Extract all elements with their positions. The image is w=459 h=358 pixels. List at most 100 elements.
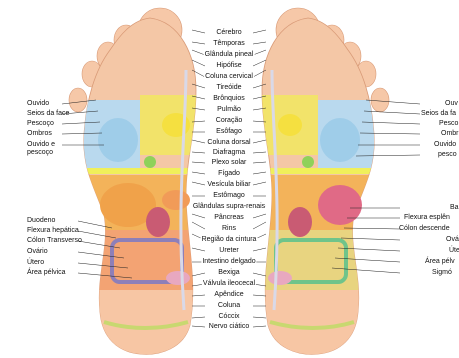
label-left-ombros: Ombros <box>27 130 52 138</box>
label-left-ouvido: Ouvido <box>27 100 49 108</box>
label-valvula-ileocecal: Válvula ileocecal <box>202 280 256 288</box>
label-pulmao: Pulmão <box>216 106 242 114</box>
label-diafragma: Diafragma <box>212 149 246 157</box>
label-right-ouvido: Ouv <box>445 100 458 108</box>
center-leader-left <box>192 326 205 327</box>
label-intestino-delgado: Intestino delgado <box>201 258 256 266</box>
center-leader-right <box>253 222 266 229</box>
label-estomago: Estômago <box>212 192 246 200</box>
label-right-ouvido-e: Ouvido <box>434 141 456 149</box>
center-leader-right <box>253 50 266 55</box>
label-left-colon-transverso: Cólon Transverso <box>27 237 82 245</box>
label-right-ovario: Ová <box>446 236 459 244</box>
right-spleen-area <box>318 185 362 225</box>
label-coracao: Coração <box>215 117 243 125</box>
label-nervo-ciatico: Nervo ciático <box>208 323 250 331</box>
label-right-ombros: Ombr <box>441 130 459 138</box>
label-vesicula-biliar: Vesícula biliar <box>206 181 251 189</box>
label-right-sigmoide: Sigmó <box>432 269 452 277</box>
center-leader-right <box>253 248 266 251</box>
label-right-utero: Úte <box>449 247 459 255</box>
center-leader-left <box>192 248 205 251</box>
left-solar-plexus <box>144 156 156 168</box>
label-bronquios: Brônquios <box>212 95 246 103</box>
center-leader-left <box>192 295 205 296</box>
center-leader-right <box>253 214 266 218</box>
label-left-pescoco: Pescoço <box>27 120 54 128</box>
left-toe-small <box>69 88 87 112</box>
center-leader-right <box>253 30 266 33</box>
center-leader-left <box>192 60 205 66</box>
center-leader-left <box>192 214 205 218</box>
label-ureter: Ureter <box>218 247 239 255</box>
label-apendice: Apêndice <box>213 291 244 299</box>
label-figado: Fígado <box>217 170 241 178</box>
label-right-flexura-esplenica: Flexura esplên <box>404 214 450 222</box>
center-leader-right <box>253 140 266 143</box>
center-leader-left <box>192 317 205 318</box>
label-rins: Rins <box>221 225 237 233</box>
left-foot <box>69 8 210 358</box>
label-glandulas-supra-renais: Glândulas supra-renais <box>192 203 266 211</box>
center-leader-right <box>253 182 266 185</box>
label-right-pescoco: Pesco <box>439 120 458 128</box>
center-leader-right <box>253 152 266 153</box>
left-bladder-area <box>166 271 190 285</box>
center-leader-left <box>192 140 205 143</box>
label-left-area-pelvica: Área pélvica <box>27 269 66 277</box>
label-cerebro: Cérebro <box>215 29 242 37</box>
center-leader-right <box>253 273 266 276</box>
right-upper-leader <box>364 111 420 114</box>
center-leader-right <box>253 60 266 66</box>
label-coluna-cervical: Coluna cervical <box>204 73 254 81</box>
label-tireoide: Tireóide <box>215 84 242 92</box>
right-lung-area <box>320 118 360 162</box>
label-left-seios-da-face: Seios da face <box>27 110 69 118</box>
center-leader-left <box>192 162 205 163</box>
center-leader-left <box>192 182 205 185</box>
left-lung-area <box>98 118 138 162</box>
center-leader-left <box>192 273 205 276</box>
label-hipofise: Hipófise <box>215 62 242 70</box>
center-leader-left <box>192 222 205 229</box>
center-leader-right <box>253 162 266 163</box>
label-left-duodeno: Duodeno <box>27 217 55 225</box>
label-glandula-pineal: Glândula pineal <box>204 51 255 59</box>
left-stomach-area <box>162 190 190 210</box>
label-left-ovario: Ovário <box>27 248 48 256</box>
label-right-colon-descendente: Cólon descende <box>399 225 450 233</box>
center-leader-right <box>253 317 266 318</box>
right-heart-area <box>278 114 302 136</box>
label-right-pescoco-2: pesco <box>438 151 457 159</box>
label-left-ouvido-e-pescoco: Ouvido e pescoço <box>27 141 63 157</box>
center-leader-right <box>253 326 266 327</box>
right-bladder-area <box>268 271 292 285</box>
left-kidney-area <box>146 207 170 237</box>
label-esofago: Esôfago <box>215 128 243 136</box>
label-right-seios-da-face: Seios da fa <box>421 110 456 118</box>
center-leader-left <box>192 152 205 153</box>
label-temporas: Têmporas <box>212 40 246 48</box>
center-leader-left <box>192 172 205 174</box>
center-leader-left <box>192 42 205 44</box>
label-plexo-solar: Plexo solar <box>211 159 248 167</box>
label-right-baco: Ba <box>450 204 459 212</box>
right-solar-plexus <box>302 156 314 168</box>
label-coluna: Coluna <box>217 302 241 310</box>
right-kidney-area <box>288 207 312 237</box>
label-coluna-dorsal: Coluna dorsal <box>206 139 251 147</box>
center-leader-right <box>253 295 266 296</box>
label-regiao-da-cintura: Região da cintura <box>201 236 258 244</box>
label-coccix: Cóccix <box>217 313 240 321</box>
label-left-utero: Útero <box>27 259 44 267</box>
center-leader-right <box>253 172 266 174</box>
label-left-flexura-hepatica: Flexura hepática <box>27 227 79 235</box>
right-toe-small <box>371 88 389 112</box>
center-leader-right <box>253 42 266 44</box>
label-pancreas: Pâncreas <box>213 214 245 222</box>
right-foot <box>248 8 389 358</box>
label-bexiga: Bexiga <box>217 269 240 277</box>
center-leader-left <box>192 30 205 33</box>
label-right-area-pelvica: Área pélv <box>425 258 455 266</box>
